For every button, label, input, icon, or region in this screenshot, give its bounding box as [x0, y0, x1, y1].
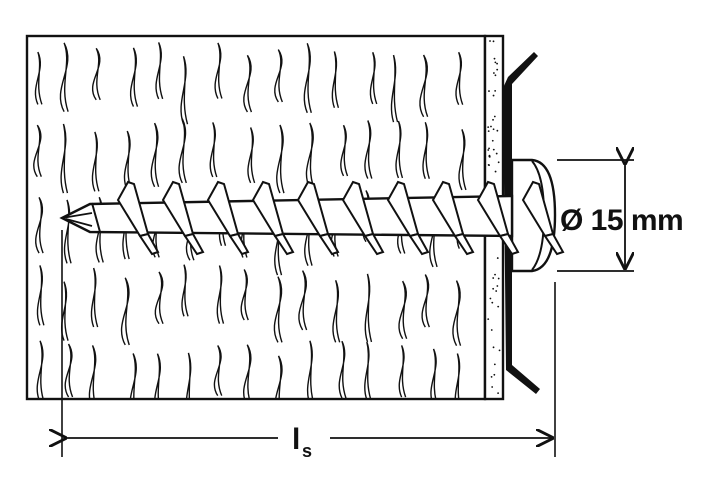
- length-label: l: [292, 423, 300, 456]
- length-subscript: s: [302, 441, 312, 461]
- diameter-dimension: Ø 15 mm: [557, 160, 684, 272]
- screw-thread: [116, 180, 565, 256]
- diameter-label: Ø 15 mm: [560, 204, 683, 237]
- screw-shaft: [59, 180, 565, 256]
- length-dimension: l s: [62, 230, 556, 461]
